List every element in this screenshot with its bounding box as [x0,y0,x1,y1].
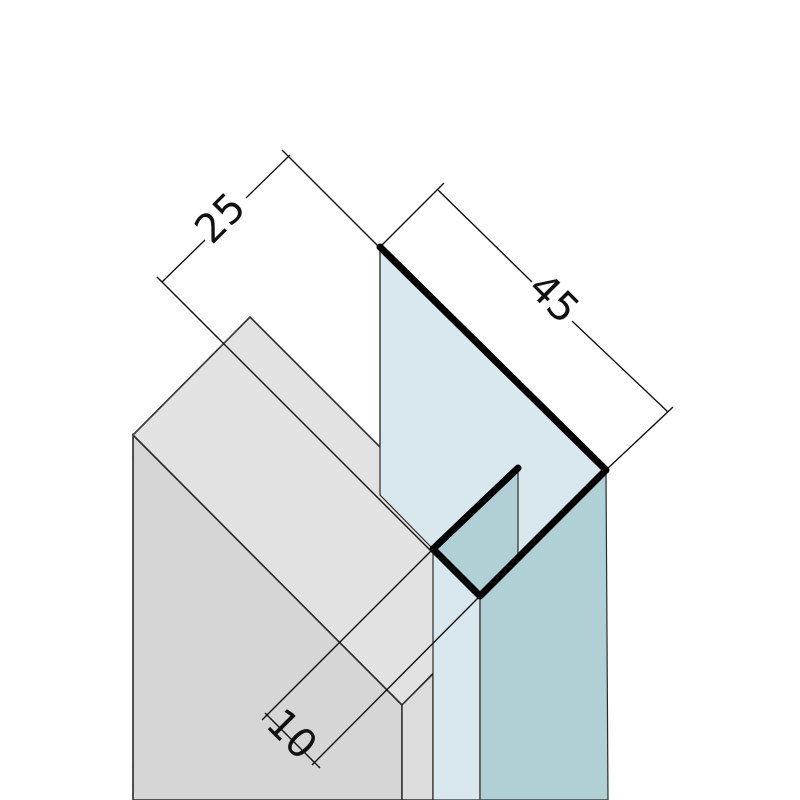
dim-25-line-b [245,154,291,199]
dimension-10 [261,548,481,769]
board-break-line-diagonal [132,316,251,436]
board-side-face [401,672,434,800]
dim-45-line-a [437,189,533,283]
dim-10-line [264,712,321,769]
profile [376,243,610,800]
dimension-25 [156,149,437,557]
dim-45-extension-top [381,182,445,246]
dim-45-line-b [571,320,669,413]
board [131,315,521,800]
dimension-45 [381,182,674,471]
dimension-45-label: 45 [519,264,588,333]
dimension-25-label: 25 [186,184,255,253]
dim-10-extension-right [311,595,481,766]
dim-25-extension-left [156,276,437,557]
dim-25-line-a [161,239,206,283]
dim-25-extension-right [281,149,385,253]
dim-10-extension-left [261,548,434,721]
dim-45-extension-bottom [605,406,674,471]
